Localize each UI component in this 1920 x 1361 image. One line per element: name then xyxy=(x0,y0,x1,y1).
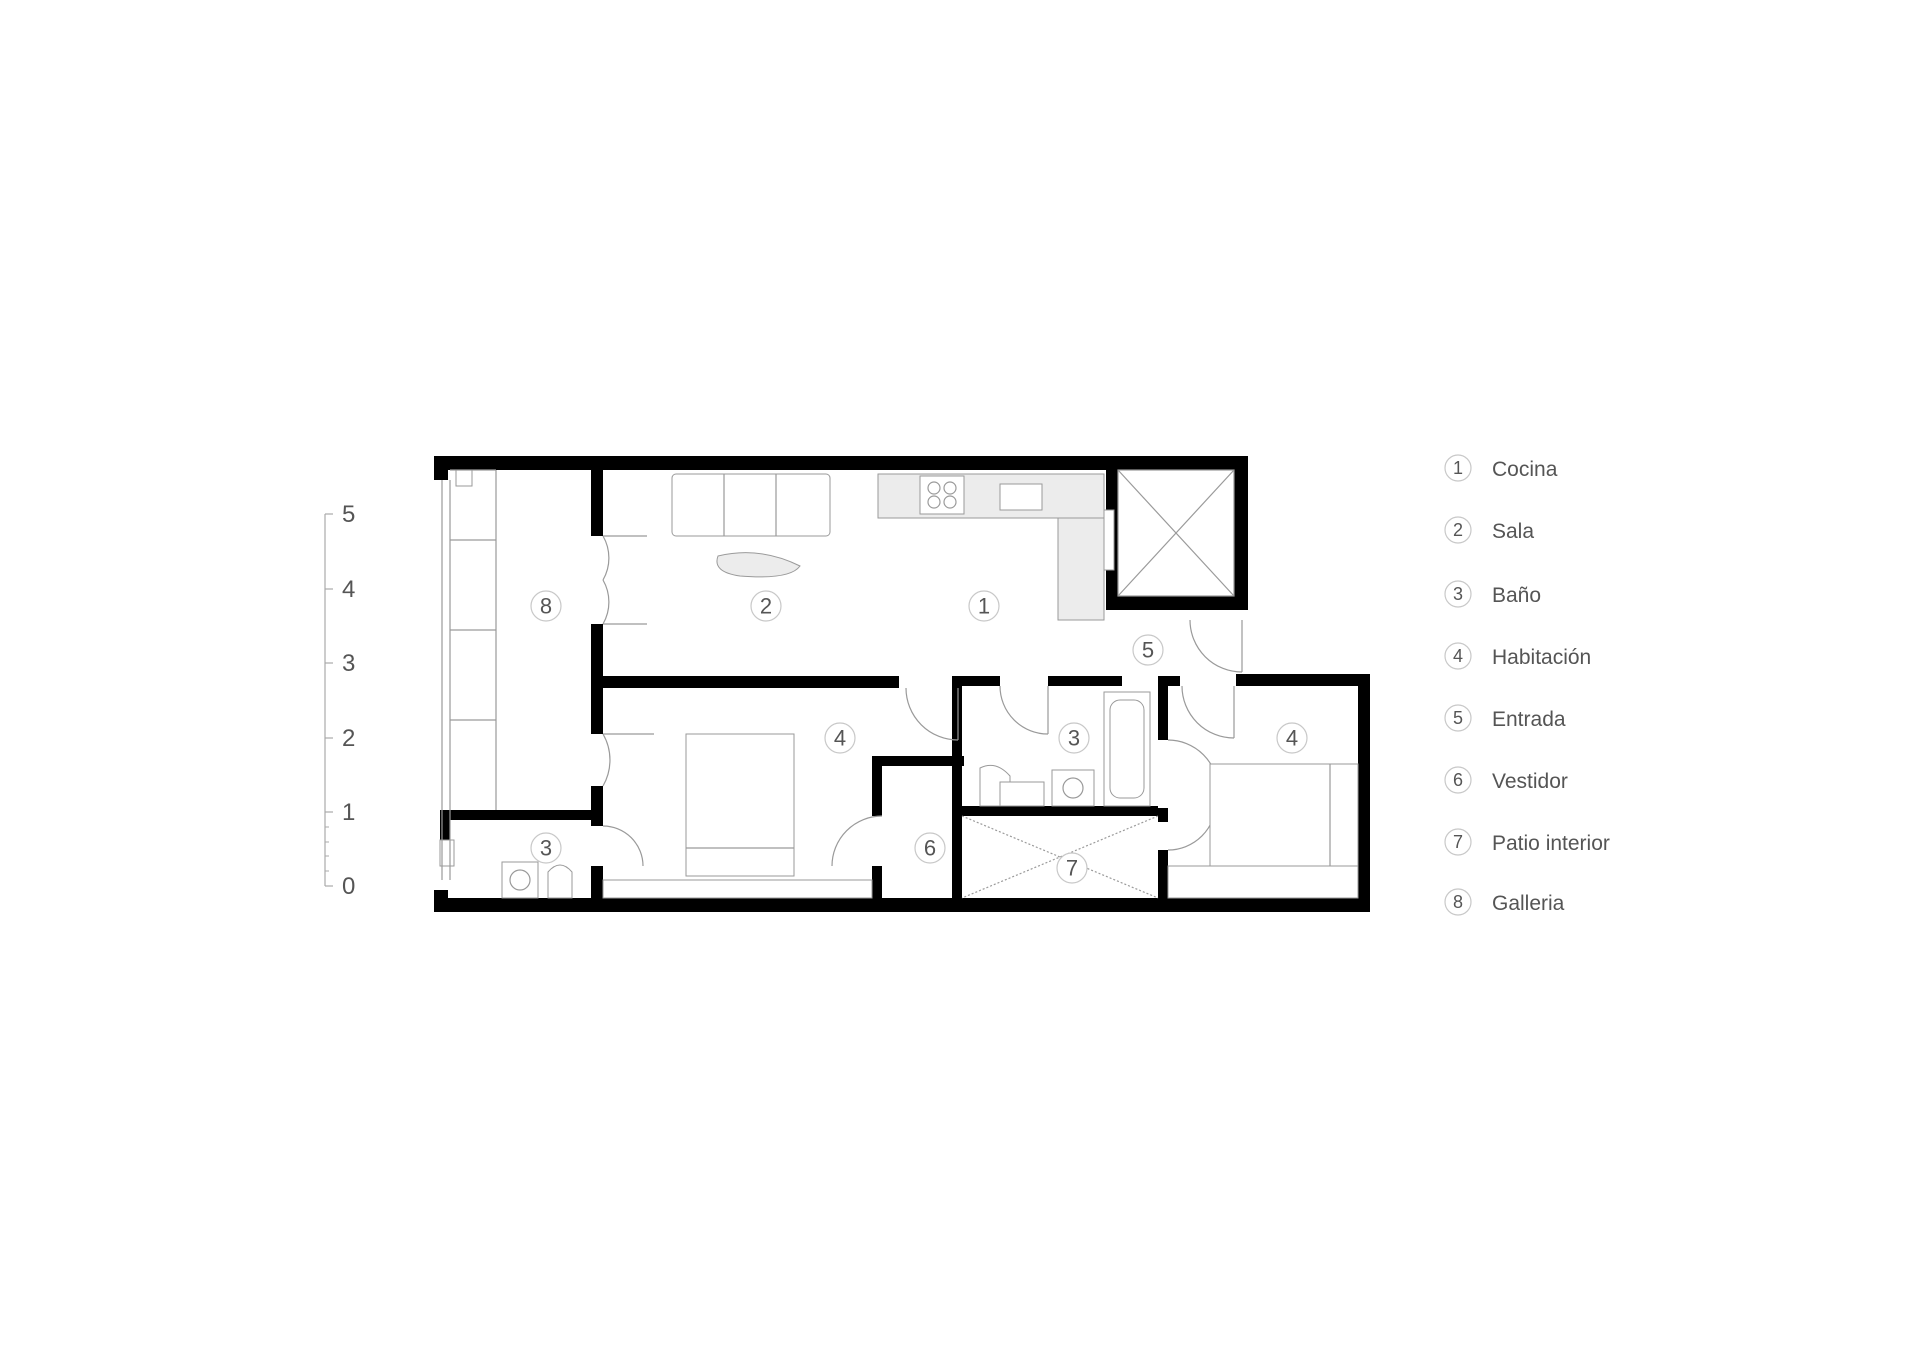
legend-item-galleria: 8 Galleria xyxy=(1444,888,1565,916)
svg-text:Galleria: Galleria xyxy=(1492,892,1565,915)
svg-text:Sala: Sala xyxy=(1492,520,1534,543)
svg-text:4: 4 xyxy=(1453,646,1463,666)
room-marker-bano-2: 3 xyxy=(530,832,562,864)
legend-item-entrada: 5 Entrada xyxy=(1444,704,1566,732)
svg-text:Entrada: Entrada xyxy=(1492,708,1566,731)
svg-text:4: 4 xyxy=(1286,726,1298,751)
room-marker-bano-1: 3 xyxy=(1058,722,1090,754)
svg-text:3: 3 xyxy=(1068,726,1080,751)
scale-label-1: 1 xyxy=(342,799,355,826)
svg-text:5: 5 xyxy=(1453,708,1463,728)
svg-text:3: 3 xyxy=(1453,584,1463,604)
galleria-windows xyxy=(439,469,497,880)
svg-text:3: 3 xyxy=(540,836,552,861)
svg-text:2: 2 xyxy=(760,594,772,619)
room-marker-habitacion-1: 4 xyxy=(824,722,856,754)
legend-item-habitacion: 4 Habitación xyxy=(1444,642,1591,670)
svg-text:Baño: Baño xyxy=(1492,584,1541,607)
room-marker-cocina: 1 xyxy=(968,590,1000,622)
legend-item-vestidor: 6 Vestidor xyxy=(1444,766,1568,794)
furniture xyxy=(501,469,1359,899)
svg-text:1: 1 xyxy=(1453,458,1463,478)
scale-label-2: 2 xyxy=(342,725,355,752)
svg-text:8: 8 xyxy=(1453,892,1463,912)
svg-text:7: 7 xyxy=(1453,832,1463,852)
scale-label-0: 0 xyxy=(342,873,355,900)
legend-item-cocina: 1 Cocina xyxy=(1444,454,1558,482)
legend: 1 Cocina 2 Sala 3 Baño 4 Habitación 5 En… xyxy=(1444,454,1610,916)
scale-label-4: 4 xyxy=(342,576,355,603)
svg-text:1: 1 xyxy=(978,594,990,619)
scale-label-3: 3 xyxy=(342,650,355,677)
svg-text:5: 5 xyxy=(1142,638,1154,663)
room-marker-galleria: 8 xyxy=(530,590,562,622)
room-marker-sala: 2 xyxy=(750,590,782,622)
room-marker-patio: 7 xyxy=(1056,852,1088,884)
svg-text:7: 7 xyxy=(1066,856,1078,881)
room-marker-entrada: 5 xyxy=(1132,634,1164,666)
room-markers: 8 2 1 5 4 3 4 3 xyxy=(530,590,1308,884)
svg-text:8: 8 xyxy=(540,594,552,619)
svg-text:Patio interior: Patio interior xyxy=(1492,832,1610,855)
svg-text:4: 4 xyxy=(834,726,846,751)
svg-text:6: 6 xyxy=(924,836,936,861)
room-marker-habitacion-2: 4 xyxy=(1276,722,1308,754)
scale-bar: 5 4 3 2 1 0 xyxy=(324,501,355,900)
legend-item-sala: 2 Sala xyxy=(1444,516,1534,544)
svg-text:6: 6 xyxy=(1453,770,1463,790)
doors xyxy=(602,535,1243,867)
scale-label-5: 5 xyxy=(342,501,355,528)
svg-text:2: 2 xyxy=(1453,520,1463,540)
svg-text:Habitación: Habitación xyxy=(1492,646,1591,669)
svg-text:Vestidor: Vestidor xyxy=(1492,770,1568,793)
svg-text:Cocina: Cocina xyxy=(1492,458,1558,481)
walls xyxy=(434,456,1370,912)
room-marker-vestidor: 6 xyxy=(914,832,946,864)
legend-item-patio-interior: 7 Patio interior xyxy=(1444,828,1610,856)
legend-item-bano: 3 Baño xyxy=(1444,580,1541,608)
